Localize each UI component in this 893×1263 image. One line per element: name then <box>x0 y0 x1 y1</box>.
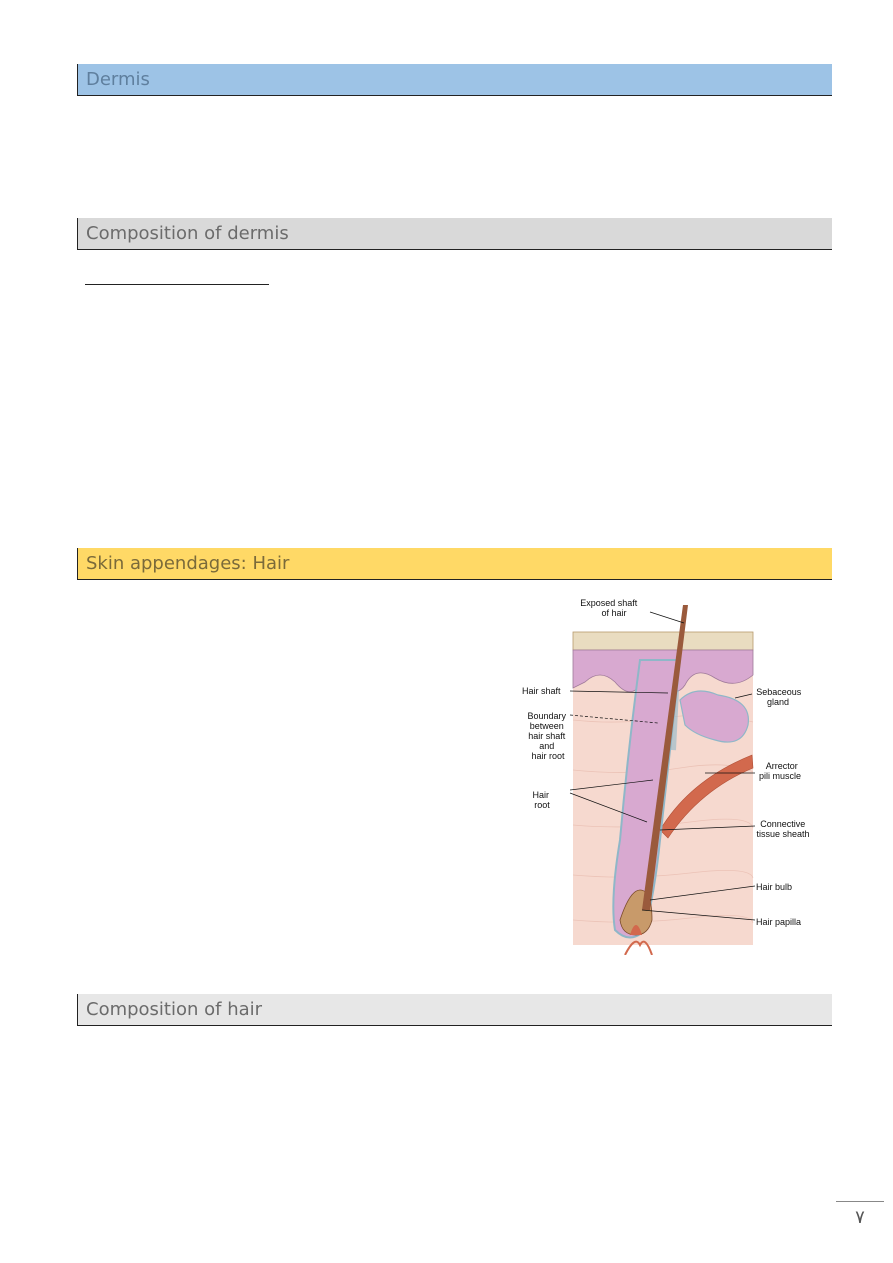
section-header-dermis: Dermis <box>77 64 832 96</box>
label-hair-shaft: Hair shaft <box>522 686 561 696</box>
label-sebaceous-gland: Sebaceous gland <box>756 687 804 707</box>
label-hair-root: Hair root <box>532 790 551 810</box>
hair-follicle-figure: Exposed shaft of hair Hair shaft Boundar… <box>490 590 830 956</box>
hair-follicle-diagram: Exposed shaft of hair Hair shaft Boundar… <box>522 598 810 956</box>
section-title: Composition of dermis <box>86 223 289 244</box>
label-boundary: Boundary between hair shaft and hair roo… <box>527 711 568 761</box>
page-number-rule <box>836 1201 884 1202</box>
section-title: Dermis <box>86 69 150 90</box>
hair-papilla <box>630 925 642 935</box>
page-number: ٧ <box>855 1207 865 1228</box>
underline-rule <box>85 284 269 285</box>
section-header-skin-appendages-hair: Skin appendages: Hair <box>77 548 832 580</box>
label-hair-papilla: Hair papilla <box>756 917 801 927</box>
follicle-sheath <box>612 659 682 939</box>
arrector-pili-muscle <box>659 754 754 839</box>
label-hair-bulb: Hair bulb <box>756 882 792 892</box>
label-exposed-shaft: Exposed shaft of hair <box>580 598 640 618</box>
label-connective-tissue: Connective tissue sheath <box>756 819 809 839</box>
section-header-composition-of-dermis: Composition of dermis <box>77 218 832 250</box>
sebaceous-gland <box>679 690 750 743</box>
hair-shaft <box>642 605 688 910</box>
section-title: Skin appendages: Hair <box>86 553 290 574</box>
skin-surface <box>572 631 754 651</box>
section-header-composition-of-hair: Composition of hair <box>77 994 832 1026</box>
label-arrector-pili: Arrector pili muscle <box>759 761 801 781</box>
section-title: Composition of hair <box>86 999 263 1020</box>
